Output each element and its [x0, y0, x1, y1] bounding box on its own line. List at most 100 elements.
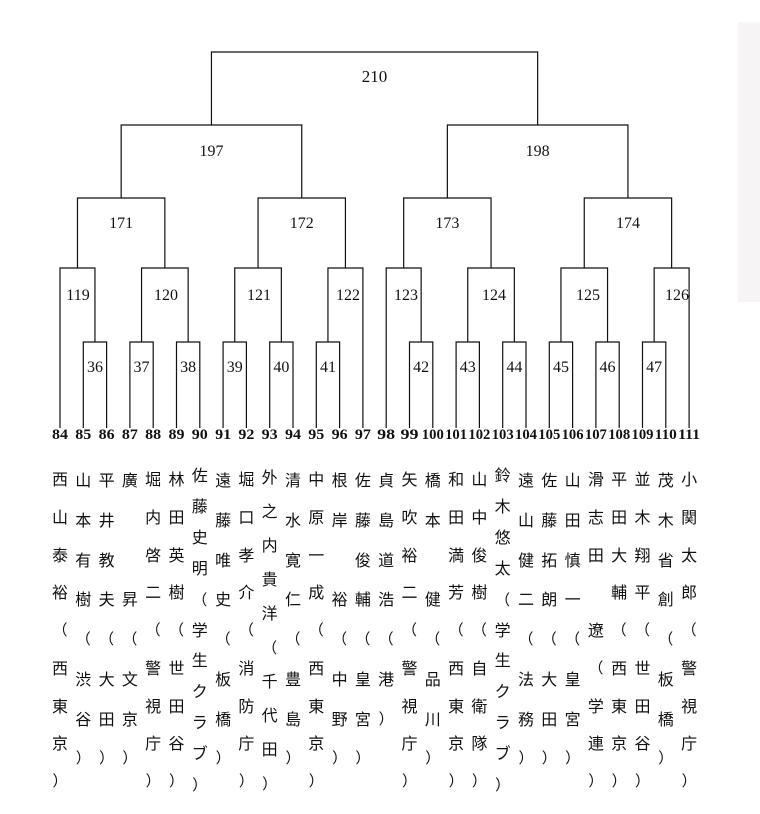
- match-number: 171: [109, 215, 133, 232]
- entry-affiliation: （中野）: [331, 632, 348, 768]
- match-number: 173: [435, 215, 459, 232]
- entry-name: 西山泰裕: [51, 472, 68, 603]
- entry-number: 108: [608, 427, 630, 443]
- entry-number: 105: [538, 427, 560, 443]
- entry-name: 遠山健二: [517, 473, 534, 610]
- match-number: 198: [526, 143, 550, 160]
- entry-column: 橋本 健（品川）: [421, 462, 445, 780]
- entry-number: 104: [515, 427, 537, 443]
- entry-name: 佐藤拓朗: [541, 473, 558, 610]
- edge-shading: [738, 22, 760, 302]
- entry-column: 茂木省創 （板橋）: [654, 462, 678, 780]
- entry-affiliation: （法務）: [517, 632, 534, 768]
- entry-affiliation: （世田谷）: [634, 623, 651, 791]
- entry-name: 林田英樹: [168, 472, 185, 603]
- entry-affiliation: （西東京）: [308, 623, 325, 791]
- entry-column: 廣 昇 （文京）: [118, 462, 142, 780]
- entry-affiliation: （皇宮）: [564, 632, 581, 768]
- match-number: 38: [180, 359, 196, 376]
- entry-column: 清水寛仁 （豊島）: [281, 462, 305, 780]
- entry-column: 外之内貴洋 （千代田）: [258, 462, 282, 802]
- entry-name: 平井教夫: [98, 473, 115, 610]
- entry-name: 滑志田 遼: [587, 472, 604, 641]
- entry-affiliation: （学生クラブ）: [494, 592, 511, 795]
- entry-name: 山中俊樹: [471, 472, 488, 603]
- entry-name: 清水寛仁: [284, 473, 301, 610]
- entry-column: 佐藤史明（学生クラブ）: [188, 462, 212, 802]
- entry-number: 85: [75, 427, 91, 443]
- entry-number: 98: [377, 427, 395, 443]
- entry-affiliation: （学生クラブ）: [191, 592, 208, 795]
- entry-number: 87: [122, 427, 139, 443]
- entry-column: 堀口孝介（消防庁）: [234, 462, 258, 802]
- entry-number: 97: [355, 427, 372, 443]
- entry-number: 102: [468, 427, 490, 443]
- entry-affiliation: （千代田）: [261, 641, 278, 793]
- entry-name: 橋本 健: [424, 473, 441, 610]
- entry-number: 86: [99, 427, 116, 443]
- entry-affiliation: （板橋）: [657, 632, 674, 768]
- entry-affiliation: （豊島）: [284, 632, 301, 768]
- entry-column: 和田満芳（西東京）: [444, 462, 468, 802]
- match-number: 41: [320, 359, 336, 376]
- entry-column: 佐藤拓朗（大田）: [537, 462, 561, 780]
- entry-column: 貞島道浩（港）: [374, 462, 398, 740]
- entry-name: 茂木省創: [657, 473, 674, 610]
- entry-name: 廣 昇: [121, 473, 138, 610]
- match-number: 39: [227, 359, 243, 376]
- entry-number: 89: [169, 427, 185, 443]
- entry-number: 99: [401, 427, 419, 443]
- match-number: 122: [336, 287, 360, 304]
- entry-affiliation: （警視庁）: [681, 623, 698, 791]
- entry-name: 堀内啓二: [145, 472, 162, 603]
- match-number: 197: [199, 143, 223, 160]
- final-number: 210: [362, 67, 388, 86]
- entry-number: 111: [678, 427, 700, 443]
- match-number: 45: [553, 359, 569, 376]
- entry-name: 山田慎一: [564, 473, 581, 610]
- entry-affiliation: （大田）: [98, 632, 115, 768]
- entry-number: 96: [332, 427, 349, 443]
- entry-column: 小関太郎（警視庁）: [677, 462, 701, 802]
- entry-name: 並木翔平: [634, 472, 651, 603]
- entry-column: 鈴木悠太（学生クラブ）: [491, 462, 515, 802]
- match-number: 119: [66, 287, 89, 304]
- entry-name: 外之内貴洋: [261, 470, 278, 623]
- entry-column: 遠藤唯史 （板橋）: [211, 462, 235, 780]
- entry-affiliation: （板橋）: [215, 632, 232, 768]
- entry-affiliation: （自衛隊）: [471, 623, 488, 791]
- entry-name: 中原一成: [308, 472, 325, 603]
- entry-column: 山田慎一 （皇宮）: [561, 462, 585, 780]
- entry-number: 92: [238, 427, 254, 443]
- entry-column: 矢吹裕二（警視庁）: [398, 462, 422, 802]
- entry-affiliation: （消防庁）: [238, 623, 255, 791]
- match-number: 46: [600, 359, 616, 376]
- entry-number: 101: [445, 427, 467, 443]
- entry-name: 矢吹裕二: [401, 472, 418, 603]
- match-number: 125: [576, 287, 600, 304]
- bracket-lines: [59, 51, 690, 428]
- entry-affiliation: （皇宮）: [354, 632, 371, 768]
- match-number: 174: [616, 215, 640, 232]
- match-number: 172: [290, 215, 314, 232]
- entry-column: 根岸 裕（中野）: [328, 462, 352, 780]
- entry-column: 遠山健二 （法務）: [514, 462, 538, 780]
- entry-number: 95: [308, 427, 324, 443]
- entry-name: 佐藤俊輔: [354, 473, 371, 610]
- entry-number: 103: [492, 427, 514, 443]
- match-number: 44: [506, 359, 522, 376]
- match-number: 42: [413, 359, 429, 376]
- match-bracket: [210, 51, 539, 125]
- match-number: 120: [154, 287, 178, 304]
- entry-affiliation: （港）: [378, 632, 395, 728]
- entry-name: 遠藤唯史: [215, 473, 232, 610]
- entry-number: 109: [632, 427, 654, 443]
- entry-name: 山本有樹: [75, 473, 92, 610]
- entry-affiliation: （警視庁）: [145, 623, 162, 791]
- entry-column: 堀内啓二 （警視庁）: [141, 462, 165, 802]
- entry-affiliation: （文京）: [121, 632, 138, 768]
